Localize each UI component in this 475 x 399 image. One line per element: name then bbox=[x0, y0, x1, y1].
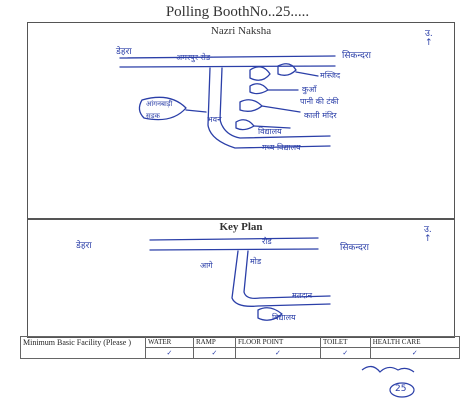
key-label-1: मोड bbox=[250, 257, 262, 266]
main-road-line bbox=[119, 55, 336, 68]
facility-ramp-check: ✓ bbox=[192, 347, 236, 359]
nazri-label-6: विद्यालय bbox=[258, 127, 282, 136]
nazri-main-road-label: अमरपुर रोड bbox=[176, 53, 211, 62]
nazri-label-4: काली मंदिर bbox=[304, 111, 337, 120]
left-building bbox=[138, 96, 187, 121]
nazri-naksha-box: Nazri Naksha bbox=[27, 22, 455, 220]
key-label-2: आगे bbox=[200, 261, 213, 270]
nazri-left-road-end: डेहरा bbox=[116, 47, 132, 57]
key-main-road-label: रोड bbox=[262, 237, 272, 246]
nazri-compass: उ. ↑ bbox=[425, 29, 433, 48]
key-plan-title: Key Plan bbox=[219, 221, 263, 233]
facility-table: Minimum Basic Facility (Please ) WATER R… bbox=[20, 336, 461, 359]
key-left-road-end: डेहरा bbox=[76, 241, 92, 251]
key-label-3: मतदान bbox=[292, 291, 313, 300]
nazri-label-1: मस्जिद bbox=[320, 71, 341, 80]
key-right-road-end: सिकन्दरा bbox=[340, 243, 369, 253]
nazri-label-2: कुआँ bbox=[302, 85, 317, 94]
key-main-road bbox=[149, 237, 319, 251]
facility-water-check: ✓ bbox=[145, 347, 194, 359]
nazri-label-3: पानी की टंकी bbox=[300, 97, 339, 106]
nazri-label-8: मध्य विद्यालय bbox=[262, 143, 301, 152]
nazri-label-7: आंगनबाड़ी bbox=[146, 100, 173, 108]
nazri-label-5: भवन bbox=[207, 115, 222, 124]
facility-health-care-check: ✓ bbox=[369, 347, 461, 359]
polling-booth-title: Polling BoothNo..25..... bbox=[165, 4, 310, 20]
key-branch-road bbox=[231, 250, 331, 307]
facility-floor-point-check: ✓ bbox=[234, 347, 322, 359]
nazri-naksha-title: Nazri Naksha bbox=[210, 25, 272, 37]
signature-number: 25 bbox=[395, 384, 407, 394]
nazri-right-road-end: सिकन्दरा bbox=[342, 51, 371, 61]
nazri-label-9: सड़क bbox=[146, 112, 160, 120]
branch-road bbox=[207, 67, 331, 149]
key-compass: उ. ↑ bbox=[424, 225, 432, 244]
facility-row-label: Minimum Basic Facility (Please ) bbox=[20, 336, 146, 359]
key-label-4: विद्यालय bbox=[272, 313, 296, 322]
